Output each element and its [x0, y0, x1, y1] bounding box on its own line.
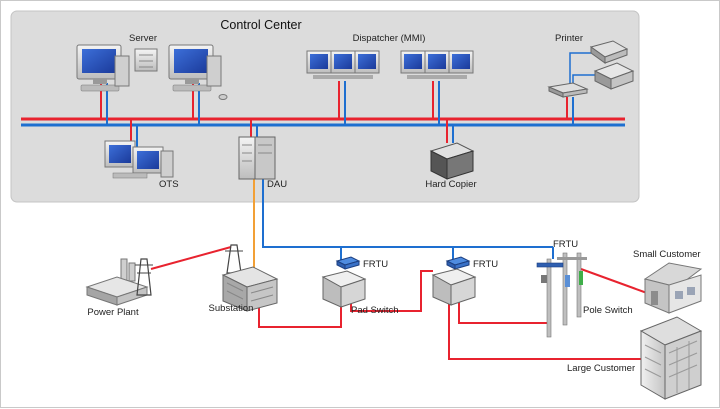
frtu-label-1: FRTU	[363, 259, 388, 270]
small-customer-label: Small Customer	[633, 249, 701, 260]
power-plant-label: Power Plant	[87, 307, 139, 318]
frtu-device-2[interactable]	[445, 256, 471, 270]
frtu-device-1[interactable]	[335, 256, 361, 270]
dispatcher-label: Dispatcher (MMI)	[353, 33, 426, 44]
control-center-title: Control Center	[220, 18, 301, 32]
power-plant[interactable]	[85, 258, 153, 306]
frtu-label-3: FRTU	[553, 239, 578, 250]
large-customer-label: Large Customer	[567, 363, 635, 374]
server-label: Server	[129, 33, 157, 44]
large-customer-building[interactable]	[639, 316, 703, 400]
control-center-panel	[10, 10, 640, 203]
small-customer-house[interactable]	[643, 262, 703, 314]
network-hub	[547, 82, 589, 98]
pad-switch[interactable]	[321, 270, 367, 308]
pole-switch[interactable]	[536, 252, 587, 338]
server-unit[interactable]	[134, 48, 158, 72]
pole-switch-label: Pole Switch	[583, 305, 633, 316]
server-workstation-left[interactable]	[76, 44, 130, 92]
dispatcher-console-right[interactable]	[400, 50, 474, 79]
pad-switch-label: Pad Switch	[351, 305, 399, 316]
dispatcher-console-left[interactable]	[306, 50, 380, 79]
printer-top[interactable]	[589, 40, 629, 64]
frtu-label-2: FRTU	[473, 259, 498, 270]
printer-bottom[interactable]	[593, 62, 635, 90]
substation[interactable]	[221, 244, 279, 312]
ots-workstation[interactable]	[104, 140, 174, 179]
server-workstation-right[interactable]	[168, 44, 228, 100]
ots-label: OTS	[159, 179, 179, 190]
printer-label: Printer	[555, 33, 583, 44]
substation-label: Substation	[209, 303, 254, 314]
dau-label: DAU	[267, 179, 287, 190]
hard-copier[interactable]	[429, 142, 475, 180]
hard-copier-label: Hard Copier	[425, 179, 476, 190]
dau-cabinet[interactable]	[238, 136, 276, 180]
switch-cabinet-2[interactable]	[431, 268, 477, 306]
